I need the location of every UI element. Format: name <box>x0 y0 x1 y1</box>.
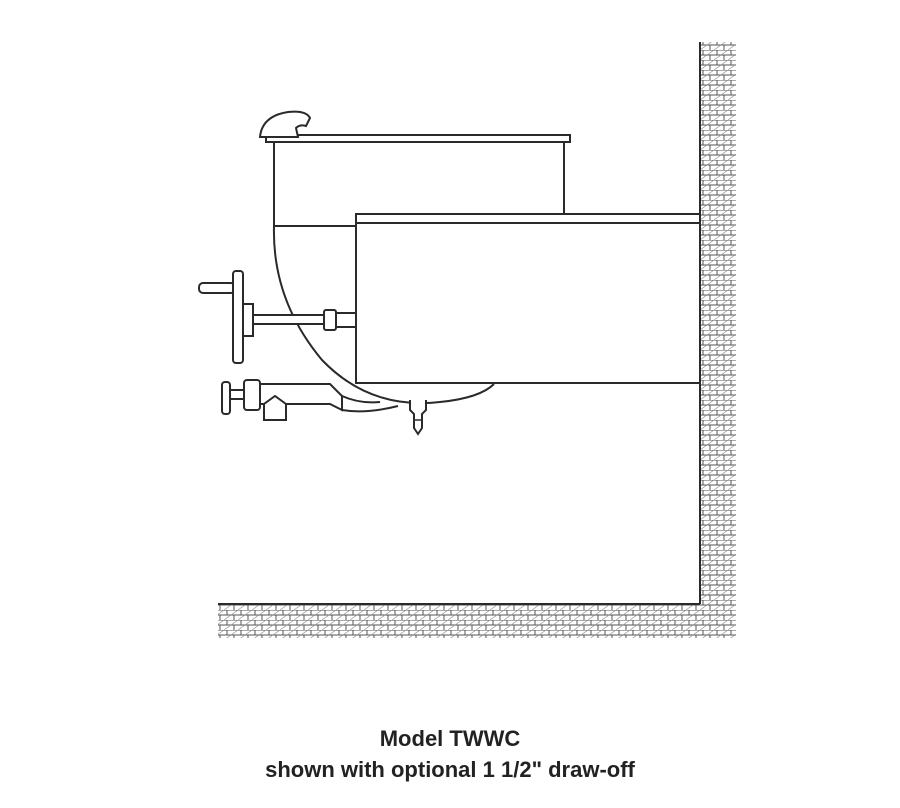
lid-handle <box>258 110 312 138</box>
shaft-bearing <box>335 312 357 328</box>
wall-hatching <box>700 42 736 638</box>
draw-off-valve-handle <box>221 381 231 415</box>
draw-off-valve-body <box>243 379 261 411</box>
handwheel-shaft <box>252 314 326 325</box>
handwheel-knob <box>198 282 236 294</box>
handwheel-hub <box>242 303 254 337</box>
kettle-bowl <box>272 225 495 405</box>
handwheel <box>232 270 244 364</box>
floor-hatching <box>218 604 736 638</box>
wall-cabinet <box>355 222 701 384</box>
lid-rim <box>265 134 571 143</box>
bottom-drain-fitting <box>409 400 427 436</box>
shaft-coupling <box>323 309 337 331</box>
draw-off-spout <box>263 394 287 421</box>
wall-cabinet-top <box>355 213 701 224</box>
kettle-side-elevation-diagram <box>198 42 736 638</box>
caption-subtitle: shown with optional 1 1/2" draw-off <box>265 757 635 782</box>
draw-off-pipe-tail <box>341 395 399 413</box>
caption-title: Model TWWC <box>379 726 521 751</box>
